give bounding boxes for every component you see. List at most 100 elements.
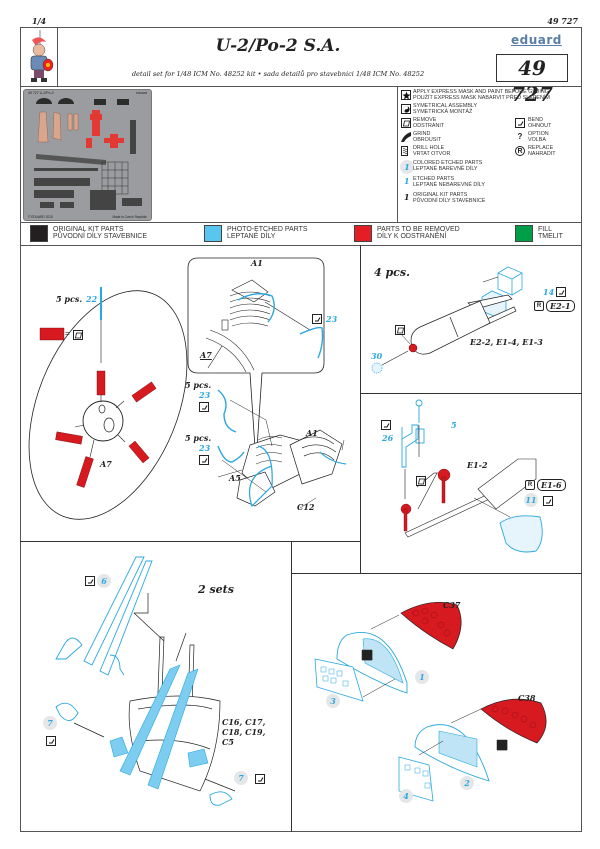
equals-sign: = (65, 329, 70, 338)
fret-photo: 49 727 U-2/Po-2 eduard © EDUARD 2015 Mad… (23, 89, 152, 221)
bomb-illustration (371, 266, 523, 374)
propeller-hub-label: A7 (100, 459, 112, 469)
legend-etched-cz: LEPTANÉ NEBAREVNÉ DÍLY (413, 182, 485, 188)
swatch-original (30, 225, 48, 242)
legend-replace-cz: NAHRADIT (528, 151, 556, 157)
legend-colored-etched-en: COLORED ETCHED PARTS (413, 160, 483, 166)
express-mask-icon (401, 90, 411, 100)
color-etched-en: PHOTO-ETCHED PARTS (227, 226, 308, 233)
panels-illustration (314, 602, 547, 802)
etched-icon: 1 (404, 176, 410, 186)
bend-icon (381, 420, 391, 430)
legend-symmetrical-en: SYMETRICAL ASSEMBLY (413, 103, 478, 109)
instructions-frame (20, 245, 582, 832)
brand-logo: eduard (511, 33, 562, 47)
engine-inset-a1: A1 (251, 258, 263, 268)
panel-pe-part-3: 3 (326, 694, 340, 708)
seat-sets: 2 sets (198, 583, 234, 596)
panel-kit-c38: C38 (518, 693, 536, 703)
knight-mascot-icon (30, 30, 54, 82)
bend-icon (46, 736, 56, 746)
engine-a1: A1 (306, 428, 318, 438)
seat-kit-parts: C16, C17, C18, C19, C5 (222, 717, 266, 747)
panel-divider-h1 (20, 541, 360, 542)
remove-icon (395, 325, 405, 335)
color-fill-cz: TMELIT (538, 233, 563, 240)
bomb-qty: 4 pcs. (374, 266, 410, 279)
engine-qty-1: 5 pcs. (185, 380, 212, 390)
bomb-kit-parts: E2-2, E1-4, E1-3 (470, 337, 543, 347)
bend-icon (199, 402, 209, 412)
legend-bend-cz: OHNOUT (528, 123, 552, 129)
engine-part-23a: 23 (199, 390, 211, 400)
engine-c12: C12 (297, 502, 315, 512)
grind-icon (401, 132, 411, 142)
bomb-fuze-part-30: 30 (371, 351, 383, 361)
color-original-cz: PŮVODNÍ DÍLY STAVEBNICE (53, 233, 148, 240)
panel-divider-h3 (291, 573, 582, 574)
gun-kit-part: E1-2 (467, 460, 488, 470)
bomb-replace-part: E2-1 (546, 300, 575, 312)
panel-pe-part-1: 1 (415, 670, 429, 684)
fret-header-left: 49 727 U-2/Po-2 (28, 91, 54, 95)
gun-part-5: 5 (451, 420, 457, 430)
legend-colored-etched-cz: LEPTANÉ BAREVNÉ DÍLY (413, 166, 478, 172)
fret-parts-illustration (34, 98, 142, 210)
bend-icon (312, 314, 322, 324)
legend-replace-en: REPLACE (528, 145, 554, 151)
engine-inset-a7: A7 (200, 350, 212, 360)
panel-divider-v2 (291, 541, 292, 832)
gun-part-26: 26 (382, 433, 394, 443)
panel-pe-part-2: 2 (460, 776, 474, 790)
propeller-part-22: 22 (86, 294, 98, 304)
legend-remove-cz: ODSTRANIT (413, 123, 445, 129)
bend-icon (255, 774, 265, 784)
seat-illustration (55, 556, 236, 806)
catalog-number: 49 727 (496, 54, 568, 106)
remove-icon (73, 330, 83, 340)
engine-qty-2: 5 pcs. (185, 433, 212, 443)
gun-sight-part-11: 11 (524, 493, 538, 507)
seat-buckle-part-7b: 7 (234, 771, 248, 785)
drill-icon (401, 146, 408, 156)
page-title: U-2/Po-2 S.A. (215, 36, 341, 56)
propeller-qty: 5 pcs. (56, 294, 83, 304)
engine-part-23b: 23 (199, 443, 211, 453)
seat-buckle-part-7a: 7 (43, 716, 57, 730)
engine-illustration (187, 257, 347, 509)
legend-drill-en: DRILL HOLE (413, 145, 445, 151)
original-kit-icon: 1 (404, 192, 410, 202)
propeller-hub-illustration (28, 287, 188, 520)
legend-bend-en: BEND (528, 117, 543, 123)
color-etched-cz: LEPTANÉ DÍLY (227, 233, 276, 240)
header-divider (57, 27, 58, 87)
panel-divider-h2 (360, 393, 582, 394)
color-remove-en: PARTS TO BE REMOVED (377, 226, 460, 233)
panel-divider-v1 (360, 245, 361, 573)
page-subtitle: detail set for 1/48 ICM No. 48252 kit • … (131, 70, 425, 78)
legend-express-en: APPLY EXPRESS MASK AND PAINT BEFORE GLUI… (413, 89, 549, 95)
color-original-en: ORIGINAL KIT PARTS (53, 226, 124, 233)
swatch-fill (515, 225, 533, 242)
bend-icon (199, 455, 209, 465)
legend-remove-en: REMOVE (413, 117, 437, 123)
legend-original-cz: PŮVODNÍ DÍLY STAVEBNICE (413, 198, 486, 204)
bend-icon (85, 576, 95, 586)
gun-replace-part: E1-6 (537, 479, 566, 491)
bomb-fin-part-14: 14 (543, 287, 555, 297)
colored-etched-icon: 1 (400, 160, 414, 174)
bend-icon (515, 118, 525, 128)
panel-kit-c37: C37 (443, 600, 461, 610)
replace-icon: R (525, 480, 535, 490)
legend-grind-en: GRIND (413, 131, 431, 137)
legend-symmetrical-cz: SYMETRICKÁ MONTÁŽ (413, 109, 473, 115)
symmetrical-icon (401, 104, 411, 114)
symbol-legend: APPLY EXPRESS MASK AND PAINT BEFORE GLUI… (400, 88, 580, 222)
gun-illustration (400, 399, 543, 553)
color-fill-en: FILL (538, 226, 553, 233)
swatch-etched (204, 225, 222, 242)
panel-pe-part-4: 4 (399, 789, 413, 803)
fret-header-right: eduard (136, 91, 147, 95)
remove-icon (401, 118, 411, 128)
fret-footer-right: Made in Czech Republic (112, 215, 147, 219)
